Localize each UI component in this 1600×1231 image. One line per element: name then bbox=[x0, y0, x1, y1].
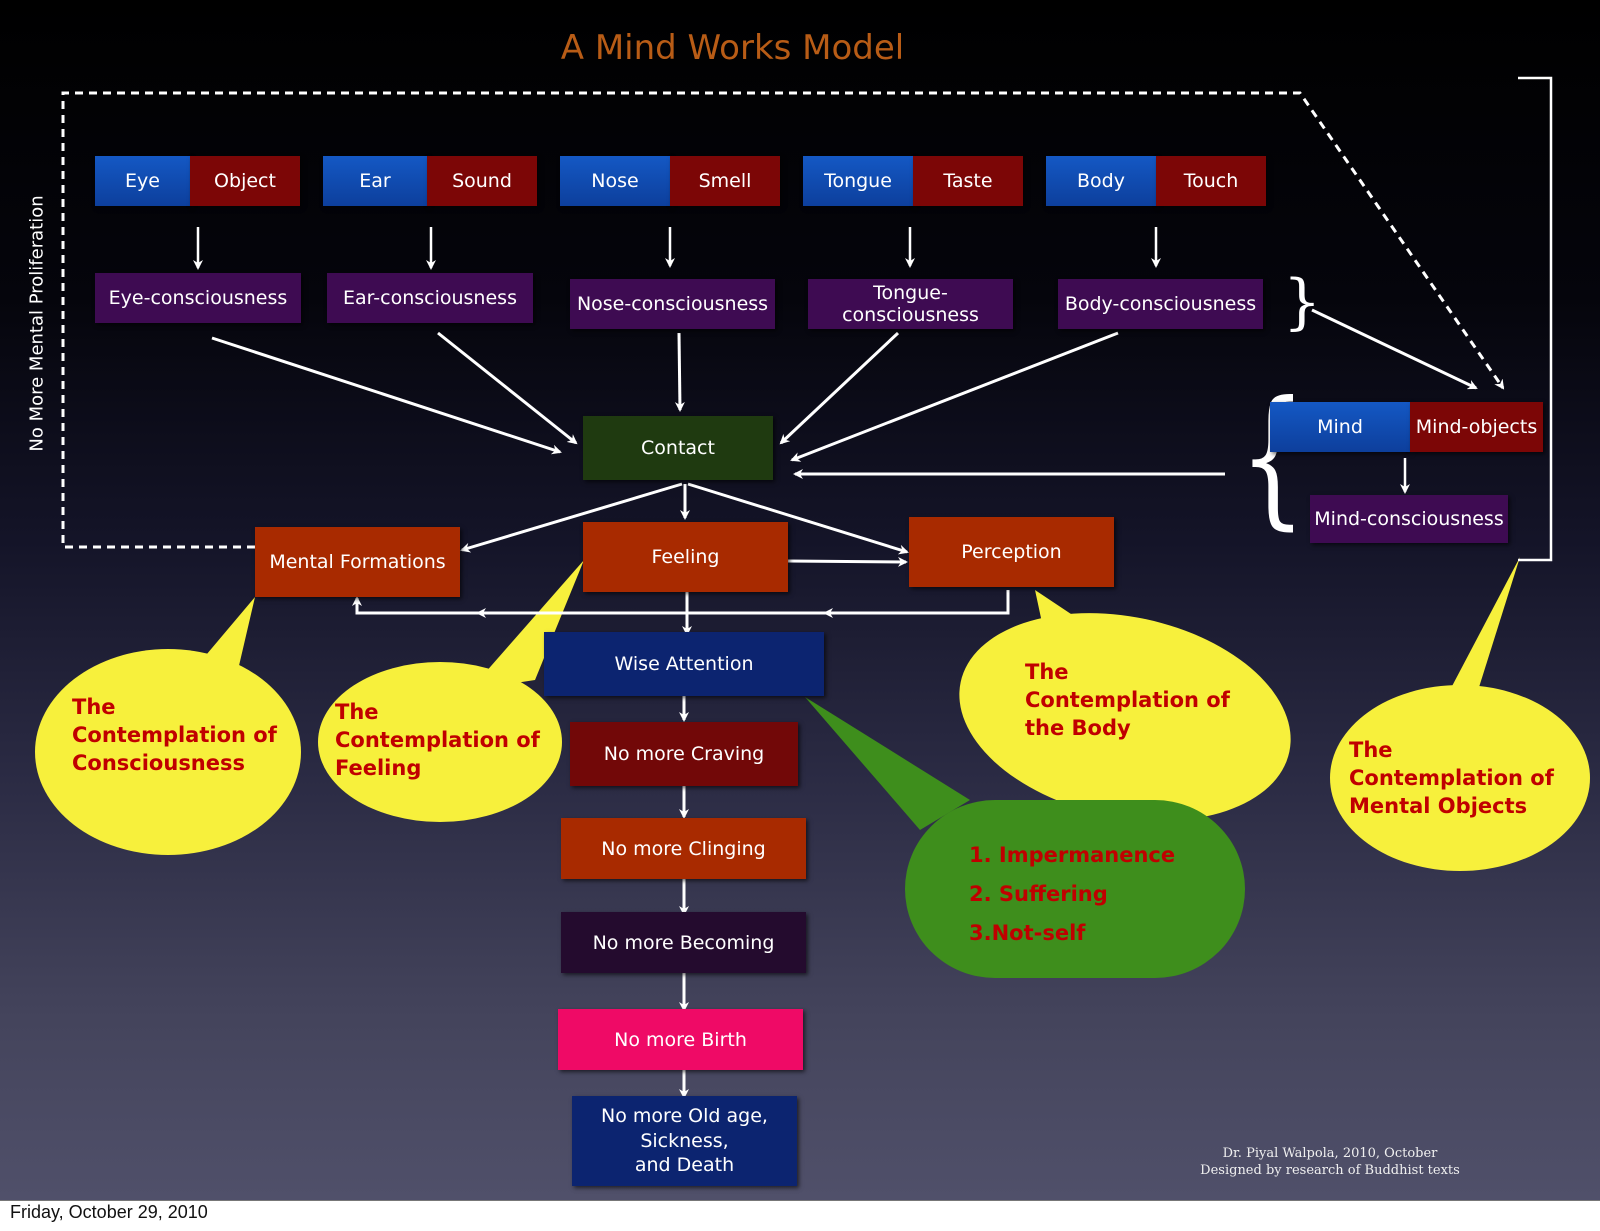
small-brace-icon: } bbox=[1283, 267, 1322, 337]
node-no-more-clinging: No more Clinging bbox=[561, 818, 806, 879]
bubble-three-marks: 1. Impermanence 2. Suffering 3.Not-self bbox=[969, 843, 1176, 945]
object-mind-objects: Mind-objects bbox=[1410, 402, 1543, 452]
bubble-mental-objects: The Contemplation of Mental Objects bbox=[1349, 738, 1554, 818]
eye-consciousness: Eye-consciousness bbox=[95, 273, 301, 323]
node-mental-formations: Mental Formations bbox=[255, 527, 460, 597]
slide: A Mind Works Model No More Mental Prolif… bbox=[0, 0, 1600, 1201]
organ-body: Body bbox=[1046, 156, 1156, 206]
death-line-3: and Death bbox=[634, 1154, 735, 1177]
organ-nose: Nose bbox=[560, 156, 670, 206]
footer-date: Friday, October 29, 2010 bbox=[10, 1202, 208, 1222]
node-no-more-old-age-sickness-death: No more Old age, Sickness, and Death bbox=[572, 1096, 797, 1186]
bubble-mental-objects-shape bbox=[1330, 557, 1590, 871]
organ-eye: Eye bbox=[95, 156, 190, 206]
bubble-feeling: The Contemplation of Feeling bbox=[335, 700, 540, 780]
mental-objects-bracket bbox=[1518, 76, 1553, 562]
node-feeling: Feeling bbox=[583, 522, 788, 592]
node-no-more-birth: No more Birth bbox=[558, 1009, 803, 1070]
node-perception: Perception bbox=[909, 517, 1114, 587]
object-smell: Smell bbox=[670, 156, 780, 206]
node-no-more-becoming: No more Becoming bbox=[561, 912, 806, 973]
tongue-consciousness: Tongue-consciousness bbox=[808, 279, 1013, 329]
ear-consciousness: Ear-consciousness bbox=[327, 273, 533, 323]
organ-ear: Ear bbox=[323, 156, 427, 206]
bubble-consciousness: The Contemplation of Consciousness bbox=[72, 695, 277, 775]
death-line-1: No more Old age, bbox=[601, 1104, 768, 1127]
body-consciousness: Body-consciousness bbox=[1058, 279, 1263, 329]
node-contact: Contact bbox=[583, 416, 773, 480]
object-touch: Touch bbox=[1156, 156, 1266, 206]
bubble-body: The Contemplation of the Body bbox=[1025, 660, 1230, 740]
object-object: Object bbox=[190, 156, 300, 206]
mind-consciousness: Mind-consciousness bbox=[1310, 495, 1508, 543]
object-sound: Sound bbox=[427, 156, 537, 206]
object-taste: Taste bbox=[913, 156, 1023, 206]
death-line-2: Sickness, bbox=[640, 1129, 729, 1152]
proliferation-label: No More Mental Proliferation bbox=[26, 195, 48, 452]
node-no-more-craving: No more Craving bbox=[570, 722, 798, 786]
organ-tongue: Tongue bbox=[803, 156, 913, 206]
author-credit: Dr. Piyal Walpola, 2010, October Designe… bbox=[1200, 1146, 1460, 1178]
node-wise-attention: Wise Attention bbox=[544, 632, 824, 696]
nose-consciousness: Nose-consciousness bbox=[570, 279, 775, 329]
page-title: A Mind Works Model bbox=[560, 28, 905, 68]
organ-mind: Mind bbox=[1270, 402, 1410, 452]
